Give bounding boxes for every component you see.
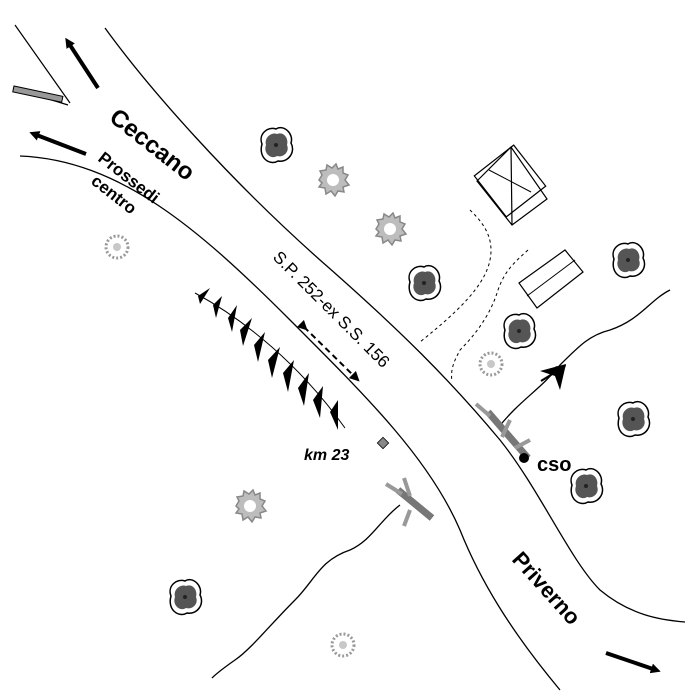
embankment-icon bbox=[194, 288, 346, 430]
shrub-icon bbox=[375, 212, 407, 246]
building-icon-2 bbox=[518, 249, 584, 309]
tree-icon bbox=[570, 467, 604, 505]
tree-icon bbox=[503, 312, 537, 350]
km-marker bbox=[376, 436, 390, 450]
tree-icon bbox=[260, 126, 294, 164]
stream-east bbox=[497, 289, 671, 429]
label-cso: cso bbox=[537, 454, 571, 476]
shrub-icon bbox=[318, 163, 350, 197]
arrow-icon-ceccano-up bbox=[65, 37, 100, 90]
shrub-icon bbox=[478, 351, 504, 377]
track-dashed-1 bbox=[419, 209, 492, 343]
road-direction-arrow-icon bbox=[296, 319, 360, 382]
stream-south bbox=[211, 504, 401, 679]
label-km: km 23 bbox=[304, 447, 349, 464]
bridge-icon-lower bbox=[384, 477, 435, 527]
shrub-icon bbox=[235, 489, 267, 523]
tree-icon bbox=[617, 400, 651, 438]
road-edge-left bbox=[19, 155, 561, 691]
tree-icon bbox=[169, 578, 203, 616]
shrub-icon bbox=[330, 632, 356, 658]
tree-icon bbox=[612, 241, 646, 279]
tree-icon bbox=[408, 264, 442, 302]
building-icon bbox=[473, 144, 547, 218]
arrow-icon-priverno bbox=[605, 651, 661, 674]
shrub-icon bbox=[104, 234, 130, 260]
arrow-icon-prossedi-left bbox=[29, 131, 87, 156]
cso-point bbox=[519, 453, 529, 463]
label-priverno: Priverno bbox=[507, 547, 585, 630]
track-dashed-2 bbox=[451, 249, 529, 383]
road-edge-right bbox=[104, 27, 686, 623]
bridge-icon-upper bbox=[474, 402, 531, 461]
